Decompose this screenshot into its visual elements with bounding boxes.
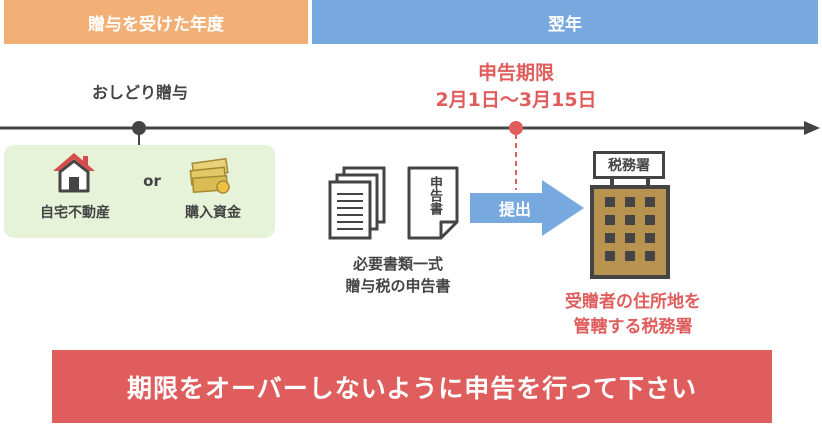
next-year-band: 翌年 [312,0,818,44]
gift-point [132,121,146,135]
deadline-period: 2月1日～3月15日 [435,89,597,111]
timeline [0,121,820,146]
tax-office-sign-label: 税務署 [608,158,650,174]
house-icon [53,153,95,193]
tax-return-form-icon [407,166,459,240]
submit-arrow [470,180,584,236]
deadline-point [509,121,523,135]
timeline-arrowhead [804,121,820,135]
documents-caption-line1: 必要書類一式 [352,255,443,273]
deadline-title: 申告期限 [477,62,554,84]
office-caption-line1: 受贈者の住所地を [565,292,701,312]
deadline-warning-banner: 期限をオーバーしないように申告を行って下さい [52,350,772,423]
or-label: or [143,172,161,190]
real-estate-label: 自宅不動産 [40,205,110,221]
gift-year-label: 贈与を受けた年度 [88,14,224,35]
tax-return-form-label: 申告書 [427,176,442,215]
tax-office-building-icon [590,185,670,279]
deadline-dashed-line [515,134,517,190]
asset-box [4,145,275,238]
deadline-warning-text: 期限をオーバーしないように申告を行って下さい [126,373,697,403]
office-caption-line2: 管轄する税務署 [573,317,693,337]
sign-posts [610,179,650,185]
purchase-funds-label: 購入資金 [185,205,241,221]
next-year-label: 翌年 [548,14,582,35]
documents-stack-icon [328,166,386,240]
submit-label: 提出 [498,200,531,219]
documents-caption-line2: 贈与税の申告書 [345,277,451,295]
money-stack-icon [189,157,230,194]
gift-year-band: 贈与を受けた年度 [4,0,308,44]
gift-label: おしどり贈与 [91,83,188,102]
tax-office-sign: 税務署 [593,151,665,179]
